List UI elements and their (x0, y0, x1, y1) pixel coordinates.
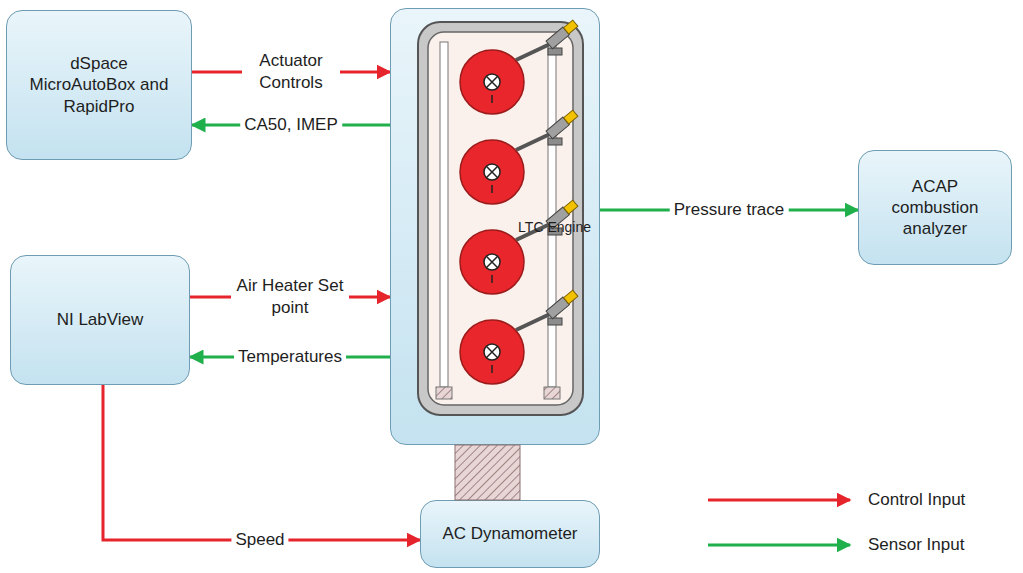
analyzer-box: ACAP combustion analyzer (858, 150, 1012, 265)
signal-arrow (103, 385, 420, 540)
rail-foot (544, 387, 560, 399)
controller-box: dSpace MicroAutoBox and RapidPro (6, 10, 192, 160)
signal-label: CA50, IMEP (240, 114, 342, 136)
node-label: dSpace MicroAutoBox and RapidPro (18, 53, 180, 117)
signal-label: Speed (231, 529, 288, 551)
signal-label: Pressure trace (670, 199, 789, 221)
legend-sample (708, 499, 850, 502)
daq-box: NI LabView (10, 255, 190, 385)
legend-label: Sensor Input (868, 535, 964, 555)
signal-label: Actuator Controls (242, 50, 340, 94)
rail (440, 42, 448, 387)
node-label: LTC Engine (518, 219, 591, 237)
signal-label: Air Heater Set point (231, 275, 349, 319)
dynamometer-box: AC Dynamometer (420, 500, 600, 568)
signal-label: Temperatures (234, 346, 346, 368)
node-label: AC Dynamometer (442, 523, 577, 544)
cylinder (460, 289, 579, 384)
cylinder (460, 19, 579, 114)
legend-sample (708, 544, 850, 547)
node-label: ACAP combustion analyzer (870, 176, 1000, 240)
rail-foot (436, 387, 452, 399)
cylinder (460, 199, 579, 294)
node-label: NI LabView (57, 309, 144, 330)
legend-label: Control Input (868, 490, 965, 510)
coupling-shaft (455, 445, 520, 500)
cylinder (460, 109, 579, 204)
